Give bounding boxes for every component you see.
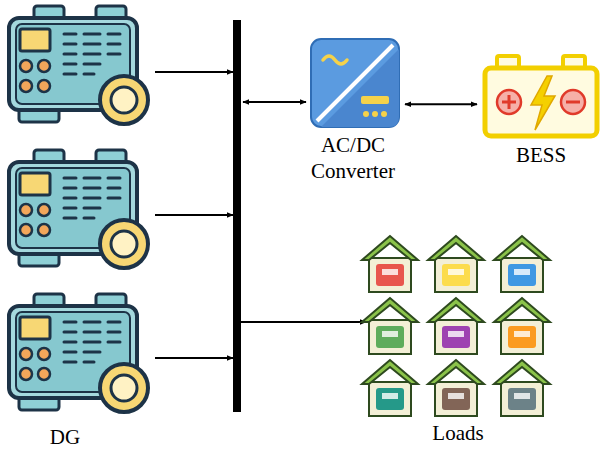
generator-icon [9,294,148,412]
load-arrow [241,321,366,323]
bus-converter-arrow [243,101,306,103]
feed-arrow [155,214,233,216]
loads-icon-grid [358,232,558,420]
generator-icon [9,150,148,268]
node-label: BESS [478,142,604,168]
bus-bar [233,20,241,412]
converter-icon [303,36,403,132]
node-label: Loads [356,420,560,446]
battery-icon [479,50,603,142]
feed-arrow [155,357,233,359]
node-label: AC/DC Converter [296,132,410,185]
battery-node: BESS [478,50,604,168]
loads-node: Loads [356,232,560,446]
group-label: DG [20,424,110,450]
feed-arrow [155,71,233,73]
connector-arrow [405,103,477,105]
converter-node: AC/DC Converter [296,36,410,185]
generator-icon [9,6,148,124]
